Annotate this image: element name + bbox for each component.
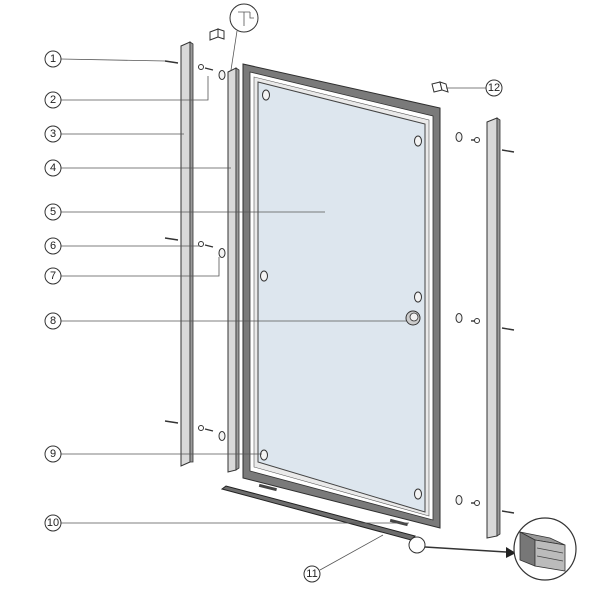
leader-lines <box>60 58 487 571</box>
callout-9-label: 9 <box>50 448 56 460</box>
right-side-fixings <box>455 132 515 514</box>
left-hinge-caps <box>218 70 226 441</box>
callout-5: 5 <box>44 203 62 221</box>
callout-5-label: 5 <box>50 206 56 218</box>
callout-2-label: 2 <box>50 94 56 106</box>
callout-8: 8 <box>44 312 62 330</box>
callout-10-label: 10 <box>47 517 59 529</box>
callout-7-label: 7 <box>50 270 56 282</box>
callout-1-label: 1 <box>50 53 56 65</box>
glass-panel <box>257 81 426 513</box>
left-door-seal-profile <box>227 67 240 473</box>
left-wall-profile <box>180 41 194 467</box>
glass-fixings <box>260 89 422 500</box>
left-wall-screws <box>164 60 179 424</box>
callout-6-label: 6 <box>50 240 56 252</box>
right-top-cap <box>431 81 449 93</box>
callout-7: 7 <box>44 267 62 285</box>
top-hinge-cap-left <box>209 28 225 41</box>
callout-2: 2 <box>44 91 62 109</box>
callout-12-label: 12 <box>488 82 500 94</box>
bottom-seal-detail <box>408 517 577 581</box>
callout-8-label: 8 <box>50 315 56 327</box>
right-wall-profile <box>486 117 501 539</box>
left-profile-bolts <box>198 64 214 432</box>
door-handle-knob <box>405 310 421 326</box>
callout-12: 12 <box>485 79 503 97</box>
hinge-detail-magnifier <box>229 3 259 71</box>
callout-9: 9 <box>44 445 62 463</box>
callout-4-label: 4 <box>50 162 56 174</box>
callout-1: 1 <box>44 50 62 68</box>
callout-11-label: 11 <box>306 568 317 580</box>
callout-6: 6 <box>44 237 62 255</box>
callout-3: 3 <box>44 125 62 143</box>
callout-4: 4 <box>44 159 62 177</box>
callout-3-label: 3 <box>50 128 56 140</box>
callout-10: 10 <box>44 514 62 532</box>
callout-11: 11 <box>303 565 321 583</box>
